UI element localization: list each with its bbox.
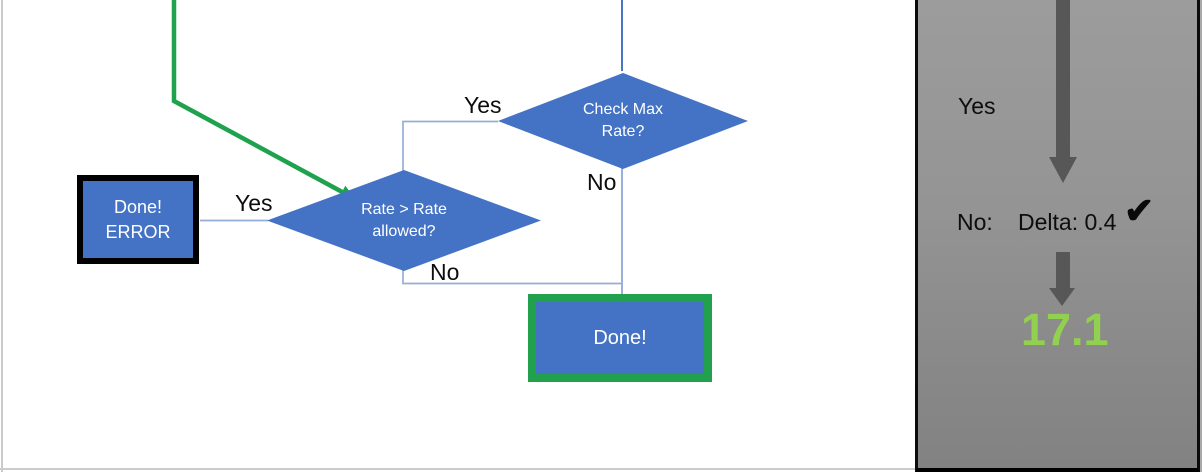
down-arrow-icon <box>1056 0 1070 157</box>
down-arrow-head-icon <box>1049 157 1077 183</box>
slide-left-edge <box>1 0 3 472</box>
panel-no-label: No: <box>957 209 993 235</box>
result-value: 17.1 <box>1021 304 1109 355</box>
connector-check-max-yes-branch <box>402 120 498 171</box>
slide-bottom-edge <box>0 468 915 470</box>
panel-delta-value: Delta: 0.4 <box>1018 209 1117 235</box>
down-arrow-head-icon <box>1049 288 1075 306</box>
check-max-yes-label: Yes <box>464 92 502 118</box>
rate-allowed-yes-label: Yes <box>235 190 273 216</box>
green-flow-line <box>171 0 347 196</box>
checkmark-icon: ✔ <box>1124 190 1155 231</box>
connector-layer <box>171 0 623 295</box>
terminator-done-error: Done! ERROR <box>77 175 199 264</box>
check-max-no-label: No <box>587 169 617 195</box>
connector-rate-no-branch <box>402 269 621 285</box>
side-panel: Yes No: Delta: 0.4 ✔ 17.1 <box>915 0 1200 472</box>
panel-yes-label: Yes <box>958 93 996 119</box>
down-arrow-icon <box>1056 252 1070 288</box>
terminator-done: Done! <box>528 294 712 382</box>
rate-allowed-no-label: No <box>430 259 460 285</box>
panel-right-sliver <box>1200 0 1202 472</box>
